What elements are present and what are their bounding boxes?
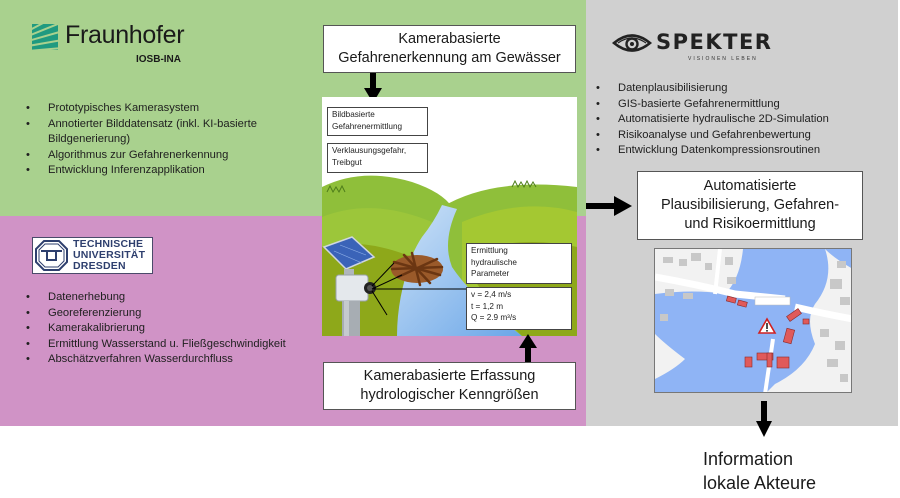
tu-dresden-task: Georeferenzierung (22, 306, 322, 322)
image-based-hazard-label: Bildbasierte Gefahrenermittlung (327, 107, 428, 136)
label-line: Ermittlung (471, 246, 508, 255)
fraunhofer-task: Prototypisches Kamerasystem (22, 101, 312, 117)
label-line: Bildbasierte (332, 110, 375, 119)
fraunhofer-logo: Fraunhofer IOSB-INA (32, 21, 202, 70)
tu-logo-line: DRESDEN (73, 259, 126, 272)
label-line: Verklausungsgefahr, (332, 146, 407, 155)
measurement-values-box: v = 2,4 m/s t = 1,2 m Q = 2.9 m³/s (466, 287, 572, 330)
tu-dresden-task-list: Datenerhebung Georeferenzierung Kameraka… (22, 290, 322, 368)
velocity-value: v = 2,4 m/s (471, 290, 512, 299)
arrow-down-icon (364, 73, 382, 103)
camera-station-icon (322, 236, 466, 336)
box-line: Kamerabasierte Erfassung (363, 368, 536, 384)
box-line: hydrologischer Kenngrößen (360, 387, 539, 403)
blockage-hazard-label: Verklausungsgefahr, Treibgut (327, 143, 428, 173)
box-line: Automatisierte (703, 178, 797, 194)
discharge-value: Q = 2.9 m³/s (471, 313, 517, 322)
eye-icon (612, 34, 652, 52)
fraunhofer-logo-sub: IOSB-INA (136, 54, 181, 65)
arrow-down-icon (756, 401, 772, 437)
box-line: Gefahrenerkennung am Gewässer (338, 50, 561, 66)
camera-hazard-detection-box: Kamerabasierte Gefahrenerkennung am Gewä… (323, 25, 576, 73)
label-line: Gefahrenermittlung (332, 121, 403, 131)
spekter-logo-name: SPEKTER (656, 30, 773, 54)
spekter-logo: SPEKTER VISIONEN LEBEN (612, 30, 802, 70)
output-line: lokale Akteure (703, 473, 817, 493)
label-line: hydraulische (471, 257, 517, 267)
spekter-task: Entwicklung Datenkompressionsroutinen (592, 143, 892, 159)
tu-dresden-logo-icon (35, 240, 68, 271)
driftwood-icon (390, 251, 444, 287)
fraunhofer-logo-name: Fraunhofer (65, 21, 185, 49)
spekter-task-list: Datenplausibilisierung GIS-basierte Gefa… (592, 81, 892, 159)
box-line: Plausibilisierung, Gefahren- (660, 197, 840, 213)
label-line: Parameter (471, 269, 510, 278)
spekter-task: Risikoanalyse und Gefahrenbewertung (592, 128, 892, 144)
tu-dresden-task: Datenerhebung (22, 290, 322, 306)
spekter-logo-tagline: VISIONEN LEBEN (688, 56, 758, 62)
fraunhofer-task: Entwicklung Inferenzapplikation (22, 163, 312, 179)
tu-logo-line: TECHNISCHE (73, 238, 144, 250)
spekter-task: Datenplausibilisierung (592, 81, 892, 97)
tu-dresden-task: Ermittlung Wasserstand u. Fließgeschwind… (22, 337, 322, 353)
box-line: und Risikoermittlung (684, 216, 816, 232)
warning-icon (757, 317, 777, 334)
tu-dresden-logo: TECHNISCHE UNIVERSITÄT DRESDEN (32, 237, 153, 274)
hydrological-measurement-box: Kamerabasierte Erfassung hydrologischer … (323, 362, 576, 410)
flood-map-image (655, 249, 851, 392)
tu-dresden-task: Abschätzverfahren Wasserdurchfluss (22, 352, 322, 368)
spekter-task: GIS-basierte Gefahrenermittlung (592, 97, 892, 113)
arrow-right-icon (586, 196, 632, 216)
fraunhofer-logo-icon (32, 24, 58, 50)
tu-logo-line: UNIVERSITÄT (73, 248, 146, 261)
automated-risk-assessment-box: Automatisierte Plausibilisierung, Gefahr… (637, 171, 863, 240)
tu-dresden-task: Kamerakalibrierung (22, 321, 322, 337)
label-line: Treibgut (332, 157, 362, 167)
flood-risk-map (654, 248, 852, 393)
arrow-up-icon (519, 334, 537, 362)
tu-dresden-logo-text: TECHNISCHE UNIVERSITÄT DRESDEN (73, 239, 145, 271)
hydraulic-parameters-label: Ermittlung hydraulische Parameter (466, 243, 572, 284)
spekter-task: Automatisierte hydraulische 2D-Simulatio… (592, 112, 892, 128)
fraunhofer-task: Annotierter Bilddatensatz (inkl. KI-basi… (22, 117, 312, 148)
local-stakeholders-output: Information lokale Akteure (703, 447, 816, 495)
river-camera-illustration: Bildbasierte Gefahrenermittlung Verklaus… (322, 97, 577, 336)
depth-value: t = 1,2 m (471, 301, 504, 311)
fraunhofer-task: Algorithmus zur Gefahrenerkennung (22, 148, 312, 164)
box-line: Kamerabasierte (398, 31, 501, 47)
output-line: Information (703, 449, 794, 469)
fraunhofer-task-list: Prototypisches Kamerasystem Annotierter … (22, 101, 312, 179)
